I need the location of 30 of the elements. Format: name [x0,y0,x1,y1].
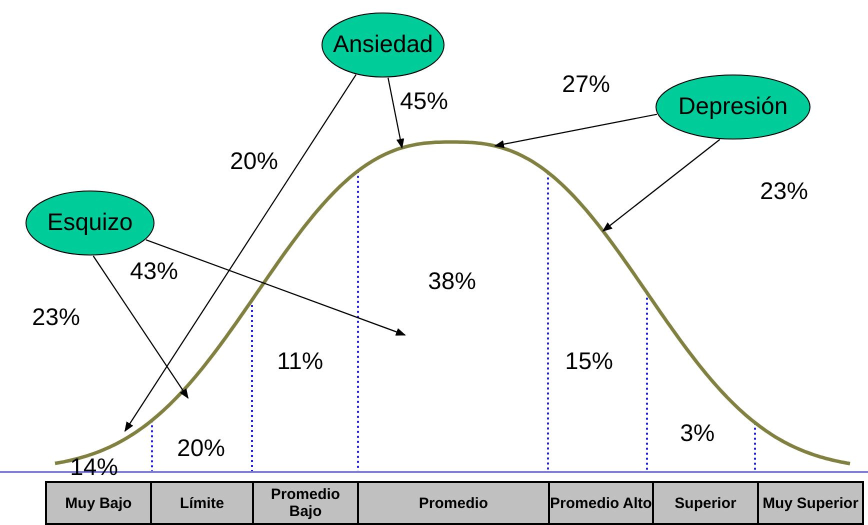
percentage-label: 20% [230,150,278,174]
ellipse-node [321,12,445,78]
category-cell: Límite [150,481,254,525]
category-cell: Muy Superior [757,481,864,525]
category-cell: Promedio Alto [548,481,654,525]
category-cell: Promedio [357,481,550,525]
percentage-label: 45% [400,90,448,114]
category-cell: Promedio Bajo [252,481,359,525]
percentage-label: 27% [562,73,610,97]
category-cell: Muy Bajo [45,481,152,525]
percentage-label: 23% [32,306,80,330]
arrow [124,74,356,432]
arrow [92,256,189,399]
arrow [146,239,406,336]
percentage-label: 11% [277,350,324,374]
node-label: Depresión [678,93,788,121]
ellipse-node [655,74,811,140]
percentage-label: 15% [565,350,614,374]
category-cell: Superior [652,481,759,525]
percentage-label: 20% [177,437,226,461]
percentage-label: 43% [130,260,178,284]
percentage-label: 23% [760,180,808,204]
percentage-label: 3% [680,422,715,446]
arrow [388,78,404,149]
percentage-label: 38% [428,270,476,294]
node-label: Esquizo [47,209,133,237]
arrow [602,139,720,232]
node-label: Ansiedad [332,31,434,59]
ellipse-node [25,190,155,256]
arrow [494,114,658,148]
